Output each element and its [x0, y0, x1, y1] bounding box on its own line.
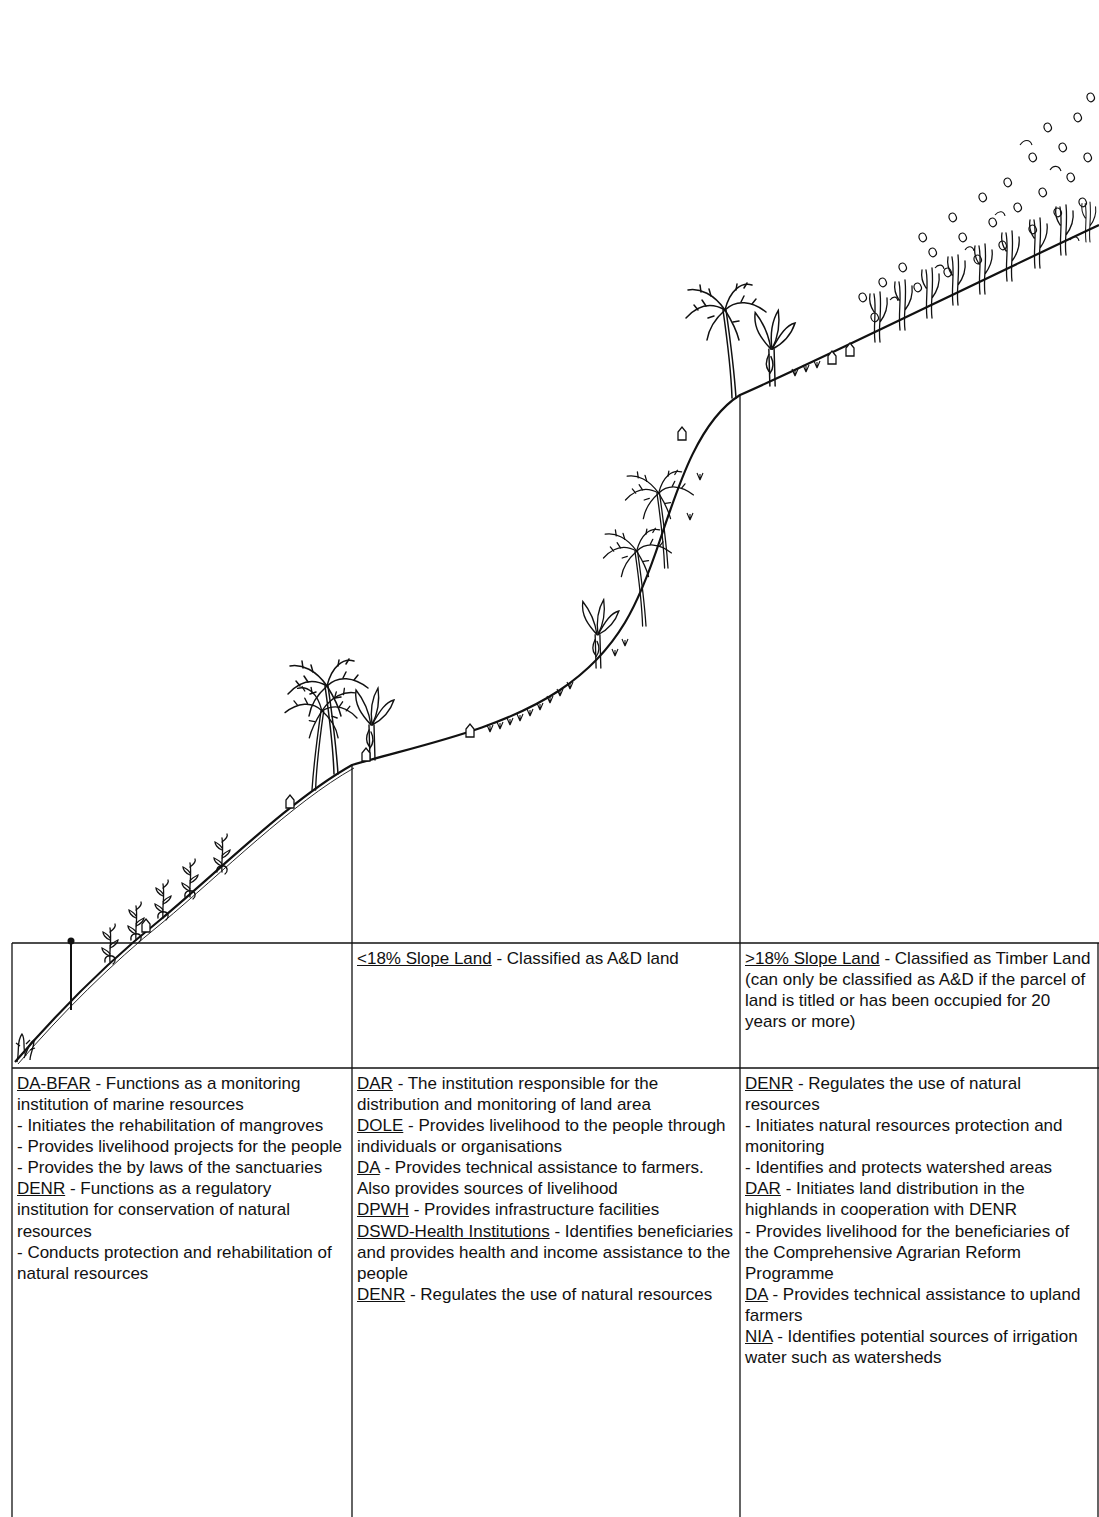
text-line: - Provides livelihood projects for the p… — [17, 1136, 346, 1157]
text-line: - Provides livelihood for the beneficiar… — [745, 1221, 1092, 1284]
agency-name: DSWD-Health Institutions — [357, 1222, 550, 1241]
agency-role: - Provides technical assistance to farme… — [357, 1158, 704, 1198]
text-line: - Provides the by laws of the sanctuarie… — [17, 1157, 346, 1178]
text-line: - Conducts protection and rehabilitation… — [17, 1242, 346, 1284]
agency-cell: DA-BFAR - Functions as a monitoring inst… — [12, 1068, 352, 1515]
agency-role: - Provides infrastructure facilities — [414, 1200, 660, 1219]
agency-role: - Initiates the rehabilitation of mangro… — [17, 1116, 323, 1135]
text-line: DSWD-Health Institutions - Identifies be… — [357, 1221, 734, 1284]
agency-name: DA — [357, 1158, 380, 1177]
text-line: DENR - Functions as a regulatory institu… — [17, 1178, 346, 1241]
agency-role: - Provides technical assistance to uplan… — [745, 1285, 1080, 1325]
agency-name: DENR — [357, 1285, 405, 1304]
text-line: DOLE - Provides livelihood to the people… — [357, 1115, 734, 1157]
text-line: NIA - Identifies potential sources of ir… — [745, 1326, 1092, 1368]
agency-name: DAR — [745, 1179, 781, 1198]
text-line: DA - Provides technical assistance to fa… — [357, 1157, 734, 1199]
agency-name: NIA — [745, 1327, 772, 1346]
agency-role: - The institution responsible for the di… — [357, 1074, 658, 1114]
text-line: DAR - Initiates land distribution in the… — [745, 1178, 1092, 1220]
agency-role: - Provides livelihood projects for the p… — [17, 1137, 342, 1156]
agency-role: - Provides the by laws of the sanctuarie… — [17, 1158, 322, 1177]
agency-name: DENR — [745, 1074, 793, 1093]
slope-heading: <18% Slope Land — [357, 949, 492, 968]
agency-name: DA — [745, 1285, 768, 1304]
agency-role: - Regulates the use of natural resources — [410, 1285, 712, 1304]
agency-role: - Provides livelihood to the people thro… — [357, 1116, 726, 1156]
agency-name: DAR — [357, 1074, 393, 1093]
agency-role: - Conducts protection and rehabilitation… — [17, 1243, 332, 1283]
agency-name: DPWH — [357, 1200, 409, 1219]
text-line: DA - Provides technical assistance to up… — [745, 1284, 1092, 1326]
slope-heading: >18% Slope Land — [745, 949, 880, 968]
agency-role: - Provides livelihood for the beneficiar… — [745, 1222, 1069, 1283]
agency-name: DOLE — [357, 1116, 403, 1135]
text-line: - Initiates the rehabilitation of mangro… — [17, 1115, 346, 1136]
text-line: DAR - The institution responsible for th… — [357, 1073, 734, 1115]
agency-name: DA-BFAR — [17, 1074, 91, 1093]
agency-role: - Identifies and protects watershed area… — [745, 1158, 1052, 1177]
agency-cell: DAR - The institution responsible for th… — [352, 1068, 740, 1515]
text-line: DENR - Regulates the use of natural reso… — [745, 1073, 1092, 1115]
slope-description: - Classified as A&D land — [496, 949, 678, 968]
agency-role: - Identifies potential sources of irriga… — [745, 1327, 1078, 1367]
text-line: DA-BFAR - Functions as a monitoring inst… — [17, 1073, 346, 1115]
text-line: <18% Slope Land - Classified as A&D land — [357, 948, 734, 969]
text-line: DENR - Regulates the use of natural reso… — [357, 1284, 734, 1305]
agency-cell: DENR - Regulates the use of natural reso… — [740, 1068, 1098, 1515]
text-line: - Initiates natural resources protection… — [745, 1115, 1092, 1157]
slope-class-cell: <18% Slope Land - Classified as A&D land — [352, 943, 740, 1068]
agency-role: - Initiates land distribution in the hig… — [745, 1179, 1025, 1219]
text-line: DPWH - Provides infrastructure facilitie… — [357, 1199, 734, 1220]
text-line: - Identifies and protects watershed area… — [745, 1157, 1092, 1178]
slope-class-cell: >18% Slope Land - Classified as Timber L… — [740, 943, 1098, 1068]
text-line: >18% Slope Land - Classified as Timber L… — [745, 948, 1092, 1032]
agency-name: DENR — [17, 1179, 65, 1198]
agency-role: - Initiates natural resources protection… — [745, 1116, 1063, 1156]
